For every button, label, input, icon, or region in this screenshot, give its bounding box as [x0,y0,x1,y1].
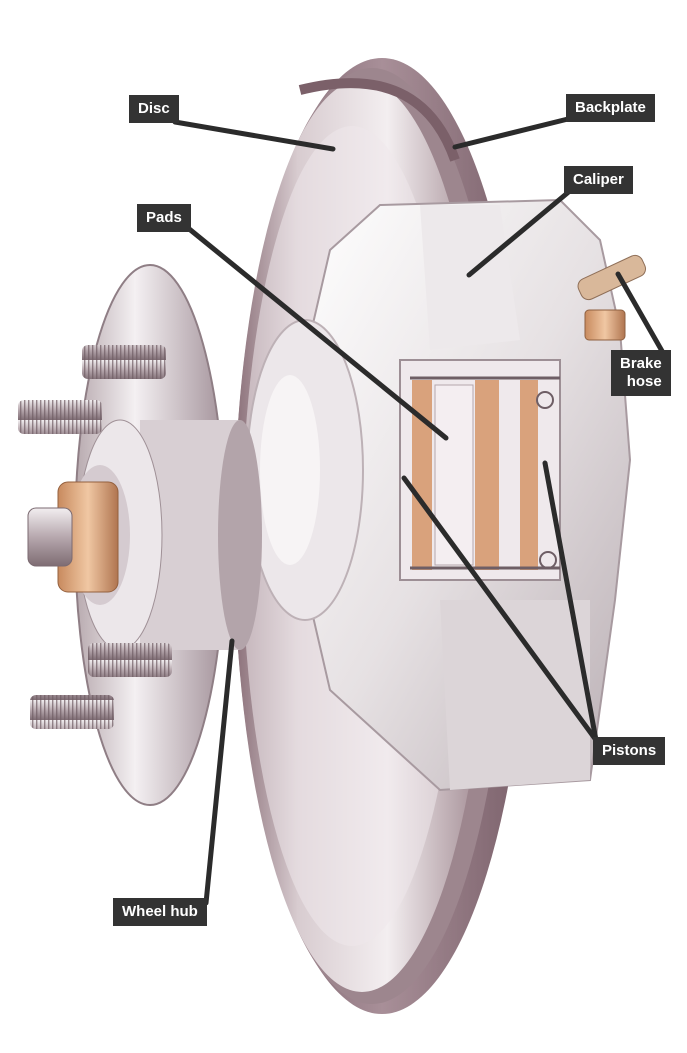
wheel-hub-leader-line [203,638,235,906]
brake-hose-leader-line [615,271,669,361]
wheel-hub-shape [18,264,262,806]
label-caliper: Caliper [564,166,633,194]
caliper-shape [246,198,632,792]
disc-leader-line [172,119,336,152]
label-brake-hose: Brake hose [611,350,671,396]
caliper-leader-line [466,187,574,278]
pistons-leader-line-left [401,475,599,743]
pads-leader-line [185,225,449,441]
leader-lines [172,115,669,906]
pads-shape [399,359,561,581]
label-wheel-hub: Wheel hub [113,898,207,926]
backplate-leader-line [452,115,575,150]
pistons-leader-line-right [542,460,599,743]
label-pistons: Pistons [593,737,666,765]
brake-hose-shape [577,254,647,341]
label-disc: Disc [129,95,179,123]
label-pads: Pads [137,204,191,232]
label-backplate: Backplate [566,94,655,122]
